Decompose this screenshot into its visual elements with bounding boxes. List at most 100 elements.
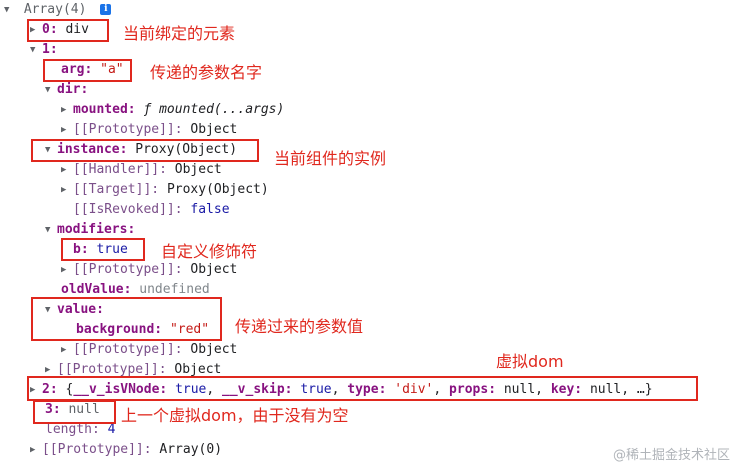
dir-row[interactable]: dir: xyxy=(45,80,88,100)
mounted-value: ƒ mounted(...args) xyxy=(143,102,285,117)
revoked-key: [[IsRevoked]] xyxy=(73,202,175,217)
array-root-label: Array(4) xyxy=(23,2,87,17)
prototype-key: [[Prototype]] xyxy=(73,342,175,357)
highlight-box-instance xyxy=(31,139,259,162)
target-row[interactable]: [[Target]]: Proxy(Object) xyxy=(61,180,269,200)
background-row: background: "red" xyxy=(76,322,210,337)
info-icon[interactable]: i xyxy=(100,4,112,15)
expand-arrow-icon[interactable] xyxy=(61,260,73,280)
instance-row[interactable]: instance: Proxy(Object) xyxy=(45,140,237,160)
annotation-arg-name: 传递的参数名字 xyxy=(150,63,263,82)
brace-open: { xyxy=(65,382,74,397)
revoked-row: [[IsRevoked]]: false xyxy=(73,202,230,217)
item-0-value: div xyxy=(65,22,89,37)
highlight-box-arg xyxy=(43,59,132,82)
vnode-prop-key: __v_skip xyxy=(222,382,285,397)
highlight-box-modifiers xyxy=(61,238,145,261)
array-root[interactable]: Array(4) i xyxy=(4,0,112,20)
handler-row[interactable]: [[Handler]]: Object xyxy=(61,160,222,180)
length-row: length: 4 xyxy=(45,422,116,437)
revoked-value: false xyxy=(190,202,230,217)
highlight-box-vnode xyxy=(27,376,698,401)
brace-close: …} xyxy=(636,382,653,397)
item-3: 3: null xyxy=(45,402,100,417)
modifiers-key: modifiers xyxy=(57,222,128,237)
value-key: value xyxy=(57,302,97,317)
item-3-key: 3 xyxy=(45,402,53,417)
instance-key: instance xyxy=(57,142,120,157)
oldvalue-row: oldValue: undefined xyxy=(61,282,210,297)
item-3-value: null xyxy=(68,402,100,417)
array-prototype-key: [[Prototype]] xyxy=(42,442,144,457)
target-value: Proxy(Object) xyxy=(166,182,269,197)
b-key: b xyxy=(73,242,81,257)
vnode-prop-key: key xyxy=(550,382,575,397)
instance-value: Proxy(Object) xyxy=(135,142,238,157)
expand-arrow-icon[interactable] xyxy=(4,0,16,20)
annotation-old-vnode: 上一个虚拟dom，由于没有为空 xyxy=(121,406,349,425)
expand-arrow-icon[interactable] xyxy=(45,80,57,100)
prototype-value: Object xyxy=(190,122,238,137)
modifiers-row[interactable]: modifiers: xyxy=(45,220,135,240)
vnode-prop-key: __v_isVNode xyxy=(73,382,160,397)
target-key: [[Target]] xyxy=(73,182,152,197)
handler-value: Object xyxy=(174,162,222,177)
length-value: 4 xyxy=(107,422,116,437)
highlight-box-value xyxy=(31,297,222,341)
expand-arrow-icon[interactable] xyxy=(45,220,57,240)
annotation-vnode: 虚拟dom xyxy=(496,352,564,371)
arg-key: arg xyxy=(61,62,85,77)
annotation-bound-element: 当前绑定的元素 xyxy=(123,24,236,43)
highlight-box-oldvnode xyxy=(33,400,116,424)
vnode-prop-value: null xyxy=(589,382,622,397)
arg-row: arg: "a" xyxy=(61,62,124,77)
mounted-row[interactable]: mounted: ƒ mounted(...args) xyxy=(61,100,284,120)
vnode-prop-value: 'div' xyxy=(394,382,434,397)
expand-arrow-icon[interactable] xyxy=(61,100,73,120)
vnode-prop-key: type xyxy=(347,382,379,397)
prototype-value: Object xyxy=(174,362,222,377)
array-prototype-value: Array(0) xyxy=(159,442,223,457)
expand-arrow-icon[interactable] xyxy=(61,180,73,200)
item-0-key: 0 xyxy=(42,22,50,37)
value-row[interactable]: value: xyxy=(45,300,104,320)
annotation-value: 传递过来的参数值 xyxy=(235,317,364,336)
expand-arrow-icon[interactable] xyxy=(30,40,42,60)
highlight-box-element xyxy=(27,19,109,42)
oldvalue-key: oldValue xyxy=(61,282,124,297)
item-1[interactable]: 1: xyxy=(30,40,58,60)
vnode-prop-value: true xyxy=(175,382,207,397)
item-1-key: 1 xyxy=(42,42,50,57)
vnode-prop-value: null xyxy=(503,382,536,397)
prototype-value: Object xyxy=(190,262,238,277)
prototype-value: Object xyxy=(190,342,238,357)
watermark: @稀土掘金技术社区 xyxy=(612,448,730,463)
array-prototype-row[interactable]: [[Prototype]]: Array(0) xyxy=(30,440,222,460)
annotation-modifiers: 自定义修饰符 xyxy=(161,242,258,261)
vnode-prop-key: props xyxy=(449,382,489,397)
item-0[interactable]: 0: div xyxy=(30,20,89,40)
handler-key: [[Handler]] xyxy=(73,162,160,177)
background-key: background xyxy=(76,322,155,337)
value-prototype-row[interactable]: [[Prototype]]: Object xyxy=(61,340,237,360)
mounted-key: mounted xyxy=(73,102,128,117)
expand-arrow-icon[interactable] xyxy=(30,440,42,460)
expand-arrow-icon[interactable] xyxy=(61,120,73,140)
dir-prototype-row[interactable]: [[Prototype]]: Object xyxy=(61,120,237,140)
item-1-prototype-row[interactable]: [[Prototype]]: Object xyxy=(45,360,221,380)
vnode-prop-value: true xyxy=(300,382,332,397)
modifiers-prototype-row[interactable]: [[Prototype]]: Object xyxy=(61,260,237,280)
b-value: true xyxy=(96,242,128,257)
prototype-key: [[Prototype]] xyxy=(73,122,175,137)
item-2-key: 2 xyxy=(42,382,50,397)
length-key: length xyxy=(45,422,92,437)
annotation-instance: 当前组件的实例 xyxy=(274,149,387,168)
expand-arrow-icon[interactable] xyxy=(61,160,73,180)
prototype-key: [[Prototype]] xyxy=(73,262,175,277)
arg-value: "a" xyxy=(100,62,124,77)
prototype-key: [[Prototype]] xyxy=(57,362,159,377)
expand-arrow-icon[interactable] xyxy=(61,340,73,360)
dir-key: dir xyxy=(57,82,81,97)
item-2[interactable]: 2: {__v_isVNode: true, __v_skip: true, t… xyxy=(30,380,653,400)
oldvalue-value: undefined xyxy=(139,282,210,297)
